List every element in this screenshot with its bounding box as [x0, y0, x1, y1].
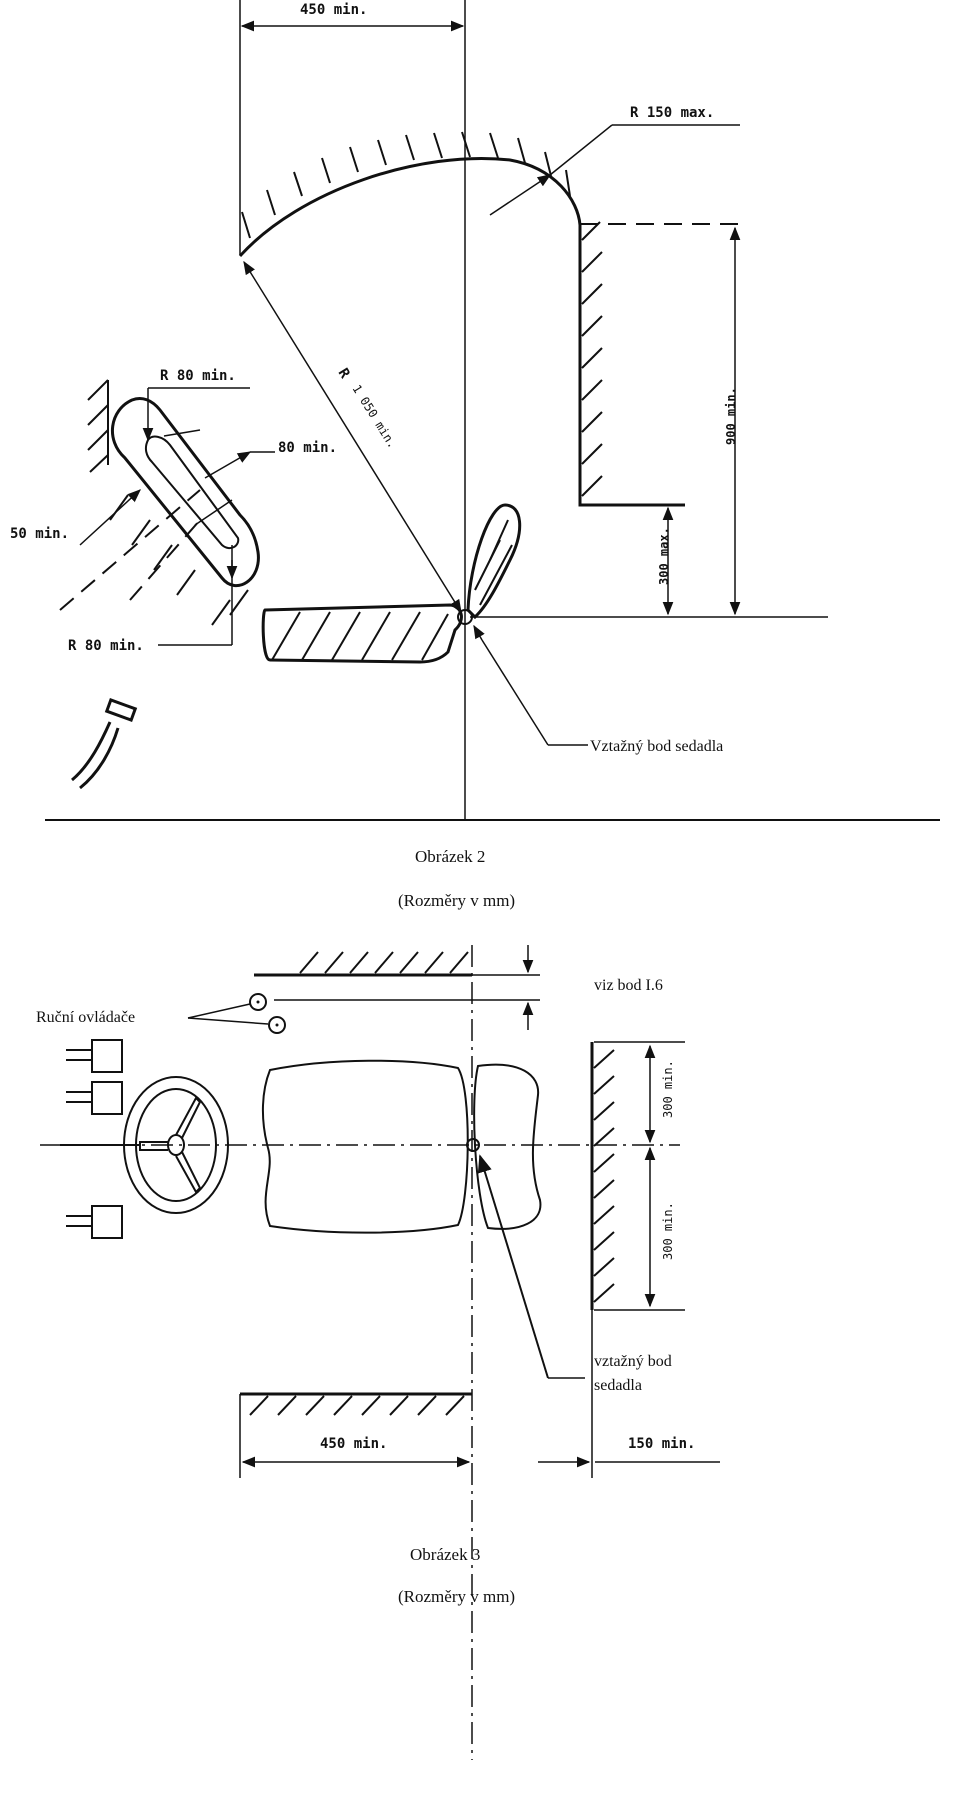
hand-controls: Ruční ovládače [36, 993, 286, 1034]
hand-controls-label: Ruční ovládače [36, 1009, 135, 1026]
dimension-450-top: 450 min. [239, 0, 466, 255]
bottom-wall [240, 1392, 472, 1416]
figure3-caption-units: (Rozměry v mm) [398, 1587, 515, 1606]
headroom-envelope [238, 131, 685, 507]
dimension-300-stack: 300 min. 300 min. [594, 1041, 685, 1311]
seat-reference-point [457, 609, 473, 625]
dim-450-label: 450 min. [300, 2, 367, 18]
fig3-dimension-150: 150 min. [538, 1310, 720, 1478]
pedals [66, 1039, 123, 1239]
pedal-icon [71, 697, 138, 790]
dim-80-label: 80 min. [278, 440, 337, 456]
figure2-caption-units: (Rozměry v mm) [398, 891, 515, 910]
lever-slot: R 80 min. 80 min. R 80 min. 50 min. [10, 368, 337, 654]
dim-900-label: 900 min. [724, 387, 738, 445]
seat-reference-label: Vztažný bod sedadla [590, 738, 723, 755]
dim-r150-label: R 150 max. [630, 105, 714, 121]
fig3-dim-450-label: 450 min. [320, 1436, 387, 1452]
seat-reference-callout: Vztažný bod sedadla [473, 624, 723, 755]
left-wall-hatch [87, 379, 249, 626]
top-wall [254, 951, 472, 977]
fig3-seat-reference-callout: vztažný bod sedadla [477, 1154, 672, 1394]
fig3-seat-reference-point [466, 1138, 480, 1152]
figure2-caption-title: Obrázek 2 [415, 847, 485, 866]
dimension-900: 900 min. [580, 223, 745, 616]
dim-300-bottom-label: 300 min. [661, 1202, 675, 1260]
dimension-r1050: R 1 050 min. [243, 260, 462, 614]
fig3-seat-ref-line1: vztažný bod [594, 1353, 672, 1370]
dim-50-label: 50 min. [10, 526, 69, 542]
dim-r1050-value: 1 050 min. [349, 382, 399, 451]
dim-r80-bottom-label: R 80 min. [68, 638, 144, 654]
dim-r80-top-label: R 80 min. [160, 368, 236, 384]
viz-bod-label: viz bod I.6 [594, 977, 663, 994]
steering-wheel [60, 1076, 229, 1214]
right-wall [590, 1042, 615, 1310]
dimension-r150: R 150 max. [489, 105, 740, 216]
fig3-seat-ref-line2: sedadla [594, 1377, 642, 1394]
figure3-caption-title: Obrázek 3 [410, 1545, 480, 1564]
dimension-viz-bod: viz bod I.6 [274, 945, 663, 1030]
seat-cushion [261, 603, 463, 664]
figure-2: 450 min. [10, 0, 940, 910]
dimension-300-max: 300 max. [657, 506, 674, 616]
seat-backrest [466, 503, 522, 620]
dim-300max-label: 300 max. [657, 527, 671, 585]
fig3-dim-150-label: 150 min. [628, 1436, 695, 1452]
figure-3: viz bod I.6 Ruční ovládače [36, 945, 720, 1760]
dim-300-top-label: 300 min. [661, 1060, 675, 1118]
seat-top-view [261, 1059, 542, 1234]
fig3-dimension-450: 450 min. [239, 1394, 471, 1478]
dim-r1050-r: R [335, 366, 353, 382]
